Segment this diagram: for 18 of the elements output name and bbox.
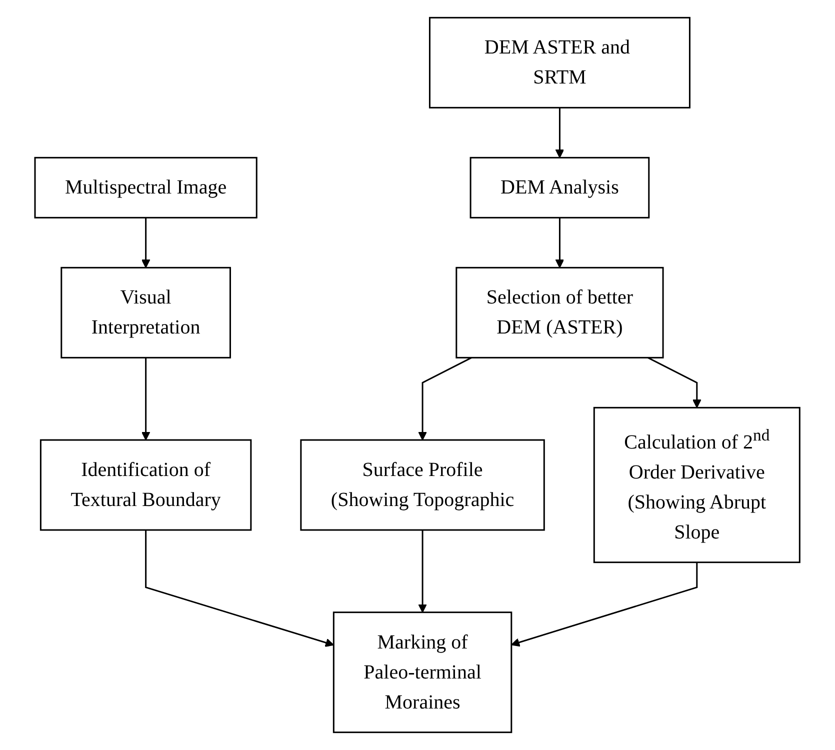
arrow <box>418 357 472 440</box>
arrow <box>145 530 334 647</box>
node-box: Marking of Paleo-terminal Moraines <box>333 612 512 734</box>
node-box: DEM ASTER and SRTM <box>429 16 691 108</box>
node-box: Identification of Textural Boundary <box>40 439 252 531</box>
arrow <box>648 357 702 408</box>
arrow <box>142 358 150 440</box>
arrow <box>418 530 428 613</box>
node-box: Selection of better DEM (ASTER) <box>456 266 664 358</box>
node-box: DEM Analysis <box>470 156 650 218</box>
node-box: Calculation of 2$^{nd}$ Order Derivative (Showing Abrupt Slope <box>594 406 801 564</box>
arrow <box>556 218 564 268</box>
arrow <box>142 218 150 268</box>
node-box: Multispectral Image <box>34 156 258 218</box>
arrow <box>511 562 698 647</box>
node-box: Visual Interpretation <box>60 266 232 358</box>
node-box: Surface Profile (Showing Topographic <box>300 439 546 531</box>
arrow <box>556 108 564 158</box>
